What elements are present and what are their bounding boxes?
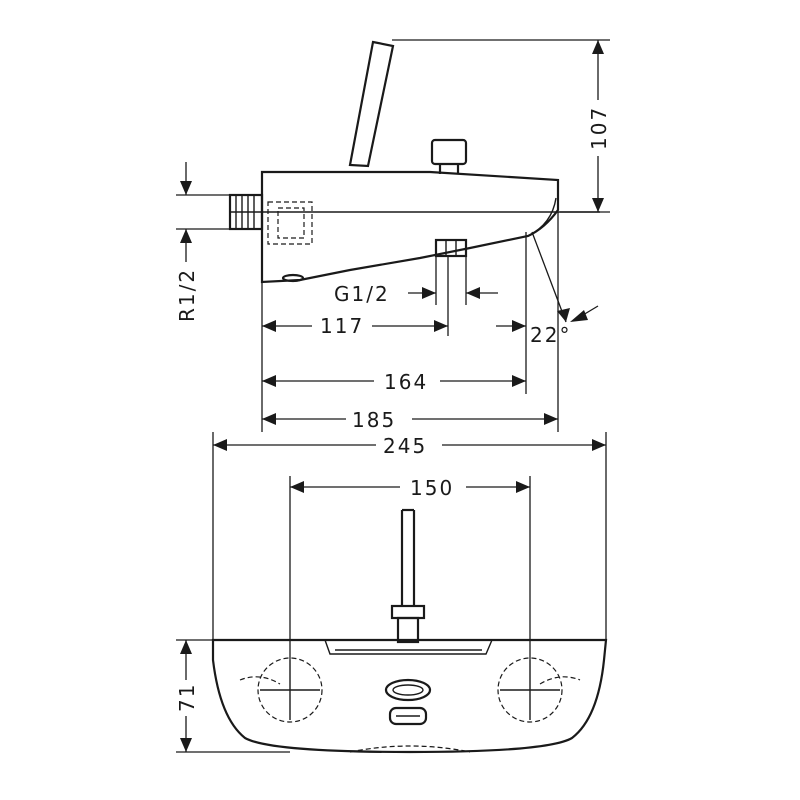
- side-dimensions: 107 R1/2 G1/2 22° 117: [175, 39, 611, 432]
- dim-117-label: 117: [320, 314, 364, 338]
- side-view: [228, 40, 600, 284]
- mixer-body: [260, 170, 560, 284]
- hidden-connector: [267, 201, 313, 245]
- height-107-label: 107: [587, 106, 611, 150]
- dim-185-label: 185: [352, 408, 396, 432]
- dim-245-label: 245: [383, 434, 427, 458]
- shower-pipe: [390, 508, 426, 644]
- front-outlet: [388, 706, 428, 726]
- front-dimensions: 245 150 71: [174, 432, 607, 753]
- depth-71-label: 71: [175, 683, 199, 712]
- lever-handle: [348, 40, 395, 168]
- dim-150-label: 150: [410, 476, 454, 500]
- spout-thread-g12-label: G1/2: [334, 282, 390, 306]
- spout-outlet: [434, 238, 468, 258]
- dim-164-label: 164: [384, 370, 428, 394]
- angle-22-label: 22°: [530, 323, 571, 347]
- connection-r12-label: R1/2: [175, 268, 199, 322]
- diverter-knob: [430, 138, 468, 174]
- center-control: [384, 678, 432, 702]
- mixer-front-body: [211, 638, 608, 754]
- front-view: [211, 508, 608, 754]
